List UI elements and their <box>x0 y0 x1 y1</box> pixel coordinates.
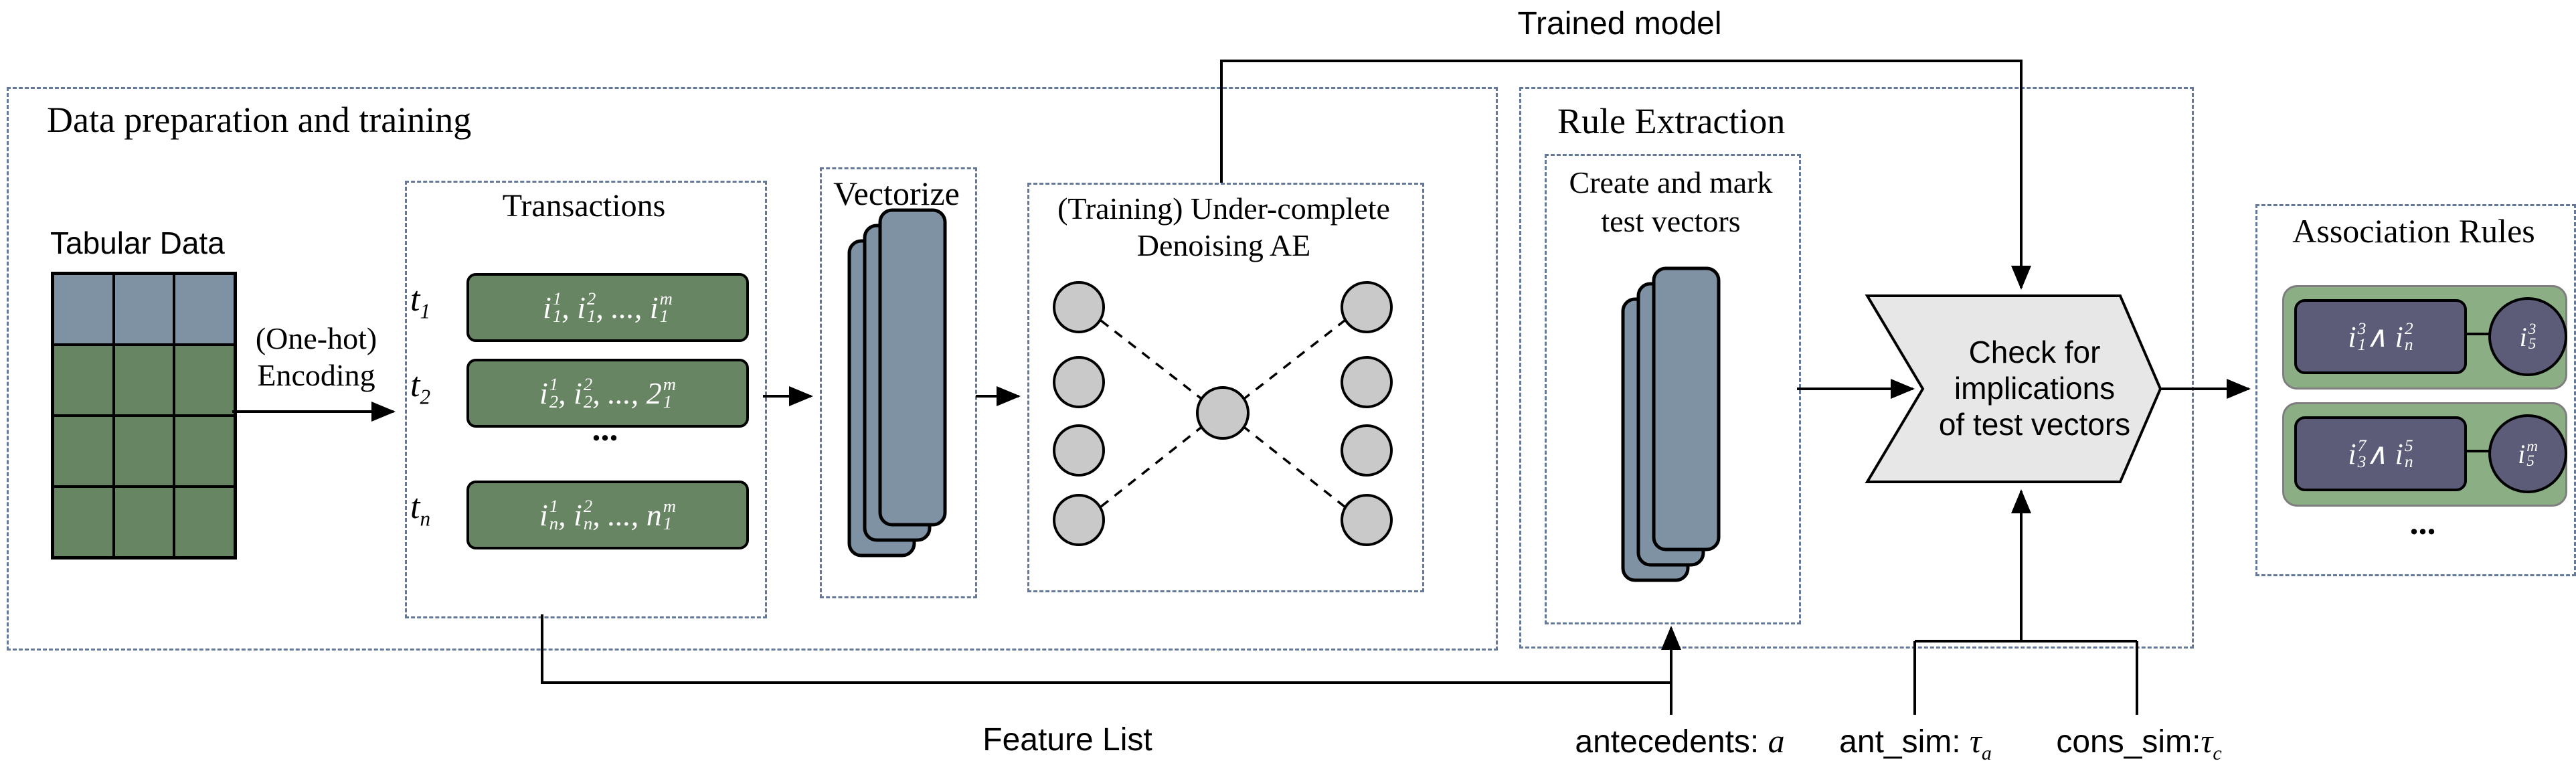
test-vectors-title-line1: Create and mark <box>1569 165 1773 199</box>
table-cell <box>53 416 114 487</box>
table-cell <box>113 416 175 487</box>
transaction-t2-label: t2 <box>410 366 431 409</box>
table-cell <box>53 487 114 557</box>
transactions-title: Transactions <box>502 188 666 224</box>
cons-sim-text: cons_sim: <box>2056 724 2201 760</box>
transactions-ellipsis: ... <box>592 410 618 448</box>
table-cell <box>53 345 114 416</box>
training-section-title: Data preparation and training <box>47 100 472 140</box>
rule-connector-line <box>2462 450 2492 452</box>
table-cell <box>174 274 235 345</box>
table-cell <box>53 274 114 345</box>
ae-title-line1: (Training) Under-complete <box>1057 191 1390 226</box>
onehot-encoding-label: (One-hot) Encoding <box>234 320 398 394</box>
antecedents-label: antecedents: a <box>1553 721 1807 760</box>
rule-connector-line <box>2462 333 2492 335</box>
table-cell <box>174 487 235 557</box>
association-rules-box <box>2255 204 2576 576</box>
ant-sim-symbol: τa <box>1969 722 1992 764</box>
feature-list-label: Feature List <box>982 722 1152 758</box>
vectorize-title: Vectorize <box>833 175 960 212</box>
ant-sim-text: ant_sim: <box>1839 724 1961 760</box>
transaction-tn-label: tn <box>410 488 431 531</box>
test-vectors-title: Create and mark test vectors <box>1545 163 1797 240</box>
table-cell <box>174 345 235 416</box>
trained-model-label: Trained model <box>1517 6 1722 41</box>
table-cell <box>113 274 175 345</box>
cons-sim-label: cons_sim:τc <box>2039 721 2239 765</box>
antecedents-symbol: a <box>1768 722 1785 760</box>
antecedents-text: antecedents: <box>1575 724 1759 760</box>
ae-title-line2: Denoising AE <box>1136 228 1311 263</box>
test-vectors-title-line2: test vectors <box>1601 203 1741 238</box>
tabular-data-grid <box>51 272 237 560</box>
tabular-data-label: Tabular Data <box>50 226 225 260</box>
denoising-ae-title: (Training) Under-complete Denoising AE <box>1027 190 1420 264</box>
transaction-t1-label: t1 <box>410 280 431 323</box>
cons-sim-symbol: τc <box>2201 722 2222 764</box>
table-cell <box>174 416 235 487</box>
ant-sim-label: ant_sim: τa <box>1815 721 2016 765</box>
table-cell <box>113 345 175 416</box>
table-cell <box>113 487 175 557</box>
rule-extraction-title: Rule Extraction <box>1557 101 1786 141</box>
onehot-line1: (One-hot) <box>255 321 377 355</box>
association-rules-title: Association Rules <box>2292 212 2535 250</box>
association-rules-ellipsis: ... <box>2409 504 2436 542</box>
onehot-line2: Encoding <box>257 358 375 393</box>
vectorize-box <box>820 167 977 598</box>
